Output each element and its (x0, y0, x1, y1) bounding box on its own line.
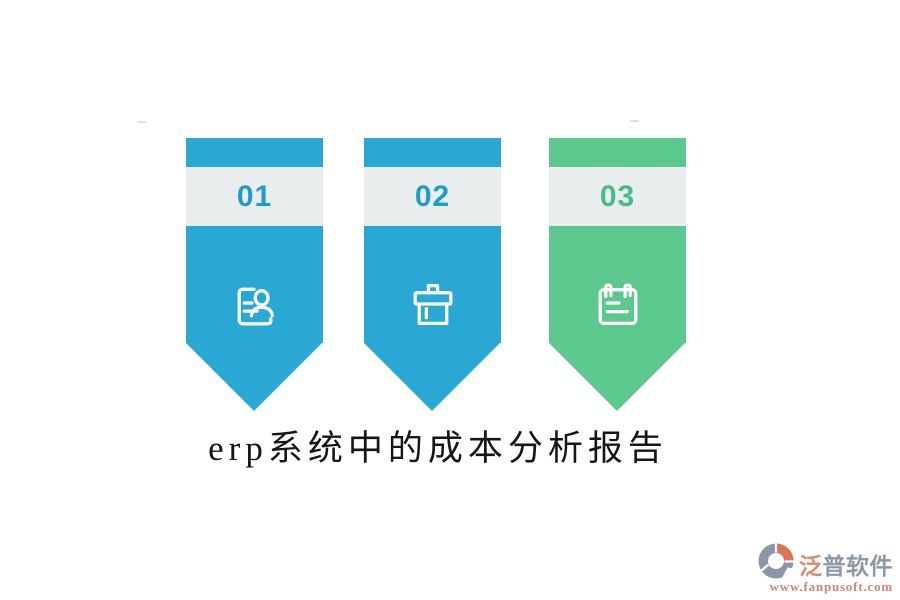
fanpu-logo-icon (758, 543, 795, 579)
banner-top-strip (549, 138, 686, 167)
banner-step-1: 01 (186, 138, 323, 411)
page-title: erp系统中的成本分析报告 (208, 429, 668, 468)
banner-point (364, 343, 500, 411)
banner-body (364, 226, 501, 343)
watermark-brand-row: 泛普软件 (756, 541, 893, 579)
id-card-icon (237, 287, 274, 326)
banner-step-3: 03 (549, 138, 686, 411)
brand-text: 泛普软件 (799, 553, 893, 579)
watermark: 泛普软件 www.fanpusoft.com (756, 541, 893, 595)
banner-top-strip (186, 138, 323, 167)
banner-number-band: 01 (186, 167, 323, 226)
banner-point (186, 343, 322, 411)
watermark-url: www.fanpusoft.com (769, 579, 893, 594)
step-number: 01 (236, 179, 273, 213)
banner-top-strip (364, 138, 501, 167)
banner-step-2: 02 (364, 138, 501, 411)
artifact-speck-right (630, 120, 639, 122)
notepad-icon (598, 283, 637, 325)
banner-number-band: 03 (549, 167, 686, 226)
step-number: 02 (414, 179, 451, 213)
banner-body (549, 226, 686, 343)
banner-number-band: 02 (364, 167, 501, 226)
artifact-speck-left (137, 121, 146, 123)
banner-body (186, 226, 323, 343)
brand-text-rest: 普软件 (822, 552, 893, 579)
archive-box-icon (413, 284, 452, 325)
step-number: 03 (599, 179, 636, 213)
banner-point (549, 343, 685, 411)
brand-text-accent: 泛 (799, 552, 823, 579)
